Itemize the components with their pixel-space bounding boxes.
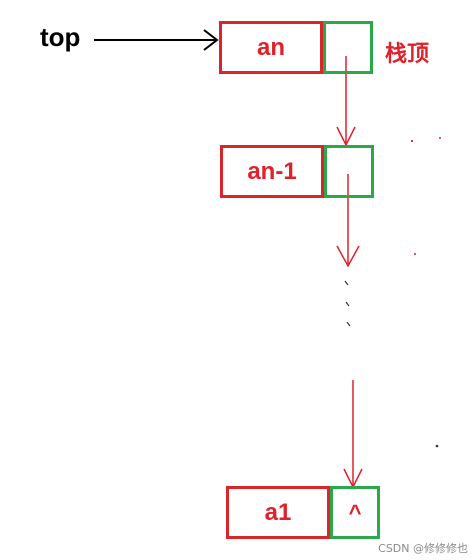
watermark: CSDN @修修修也 bbox=[378, 542, 468, 555]
node-an-1-next bbox=[324, 145, 374, 198]
next-arrow-an-1 bbox=[336, 174, 360, 268]
stack-top-label: 栈顶 bbox=[385, 42, 430, 67]
top-pointer-arrow bbox=[94, 29, 219, 51]
node-a1-data: a1 bbox=[226, 486, 330, 539]
next-arrow-to-a1 bbox=[343, 380, 363, 489]
ellipsis-marks bbox=[344, 280, 351, 327]
top-pointer-label: top bbox=[40, 22, 81, 52]
node-a1-next: ^ bbox=[330, 486, 380, 539]
node-an-data: an bbox=[219, 21, 323, 74]
node-an-next bbox=[323, 21, 373, 74]
node-an-1-data: an-1 bbox=[220, 145, 324, 198]
stray-specks bbox=[410, 137, 441, 448]
